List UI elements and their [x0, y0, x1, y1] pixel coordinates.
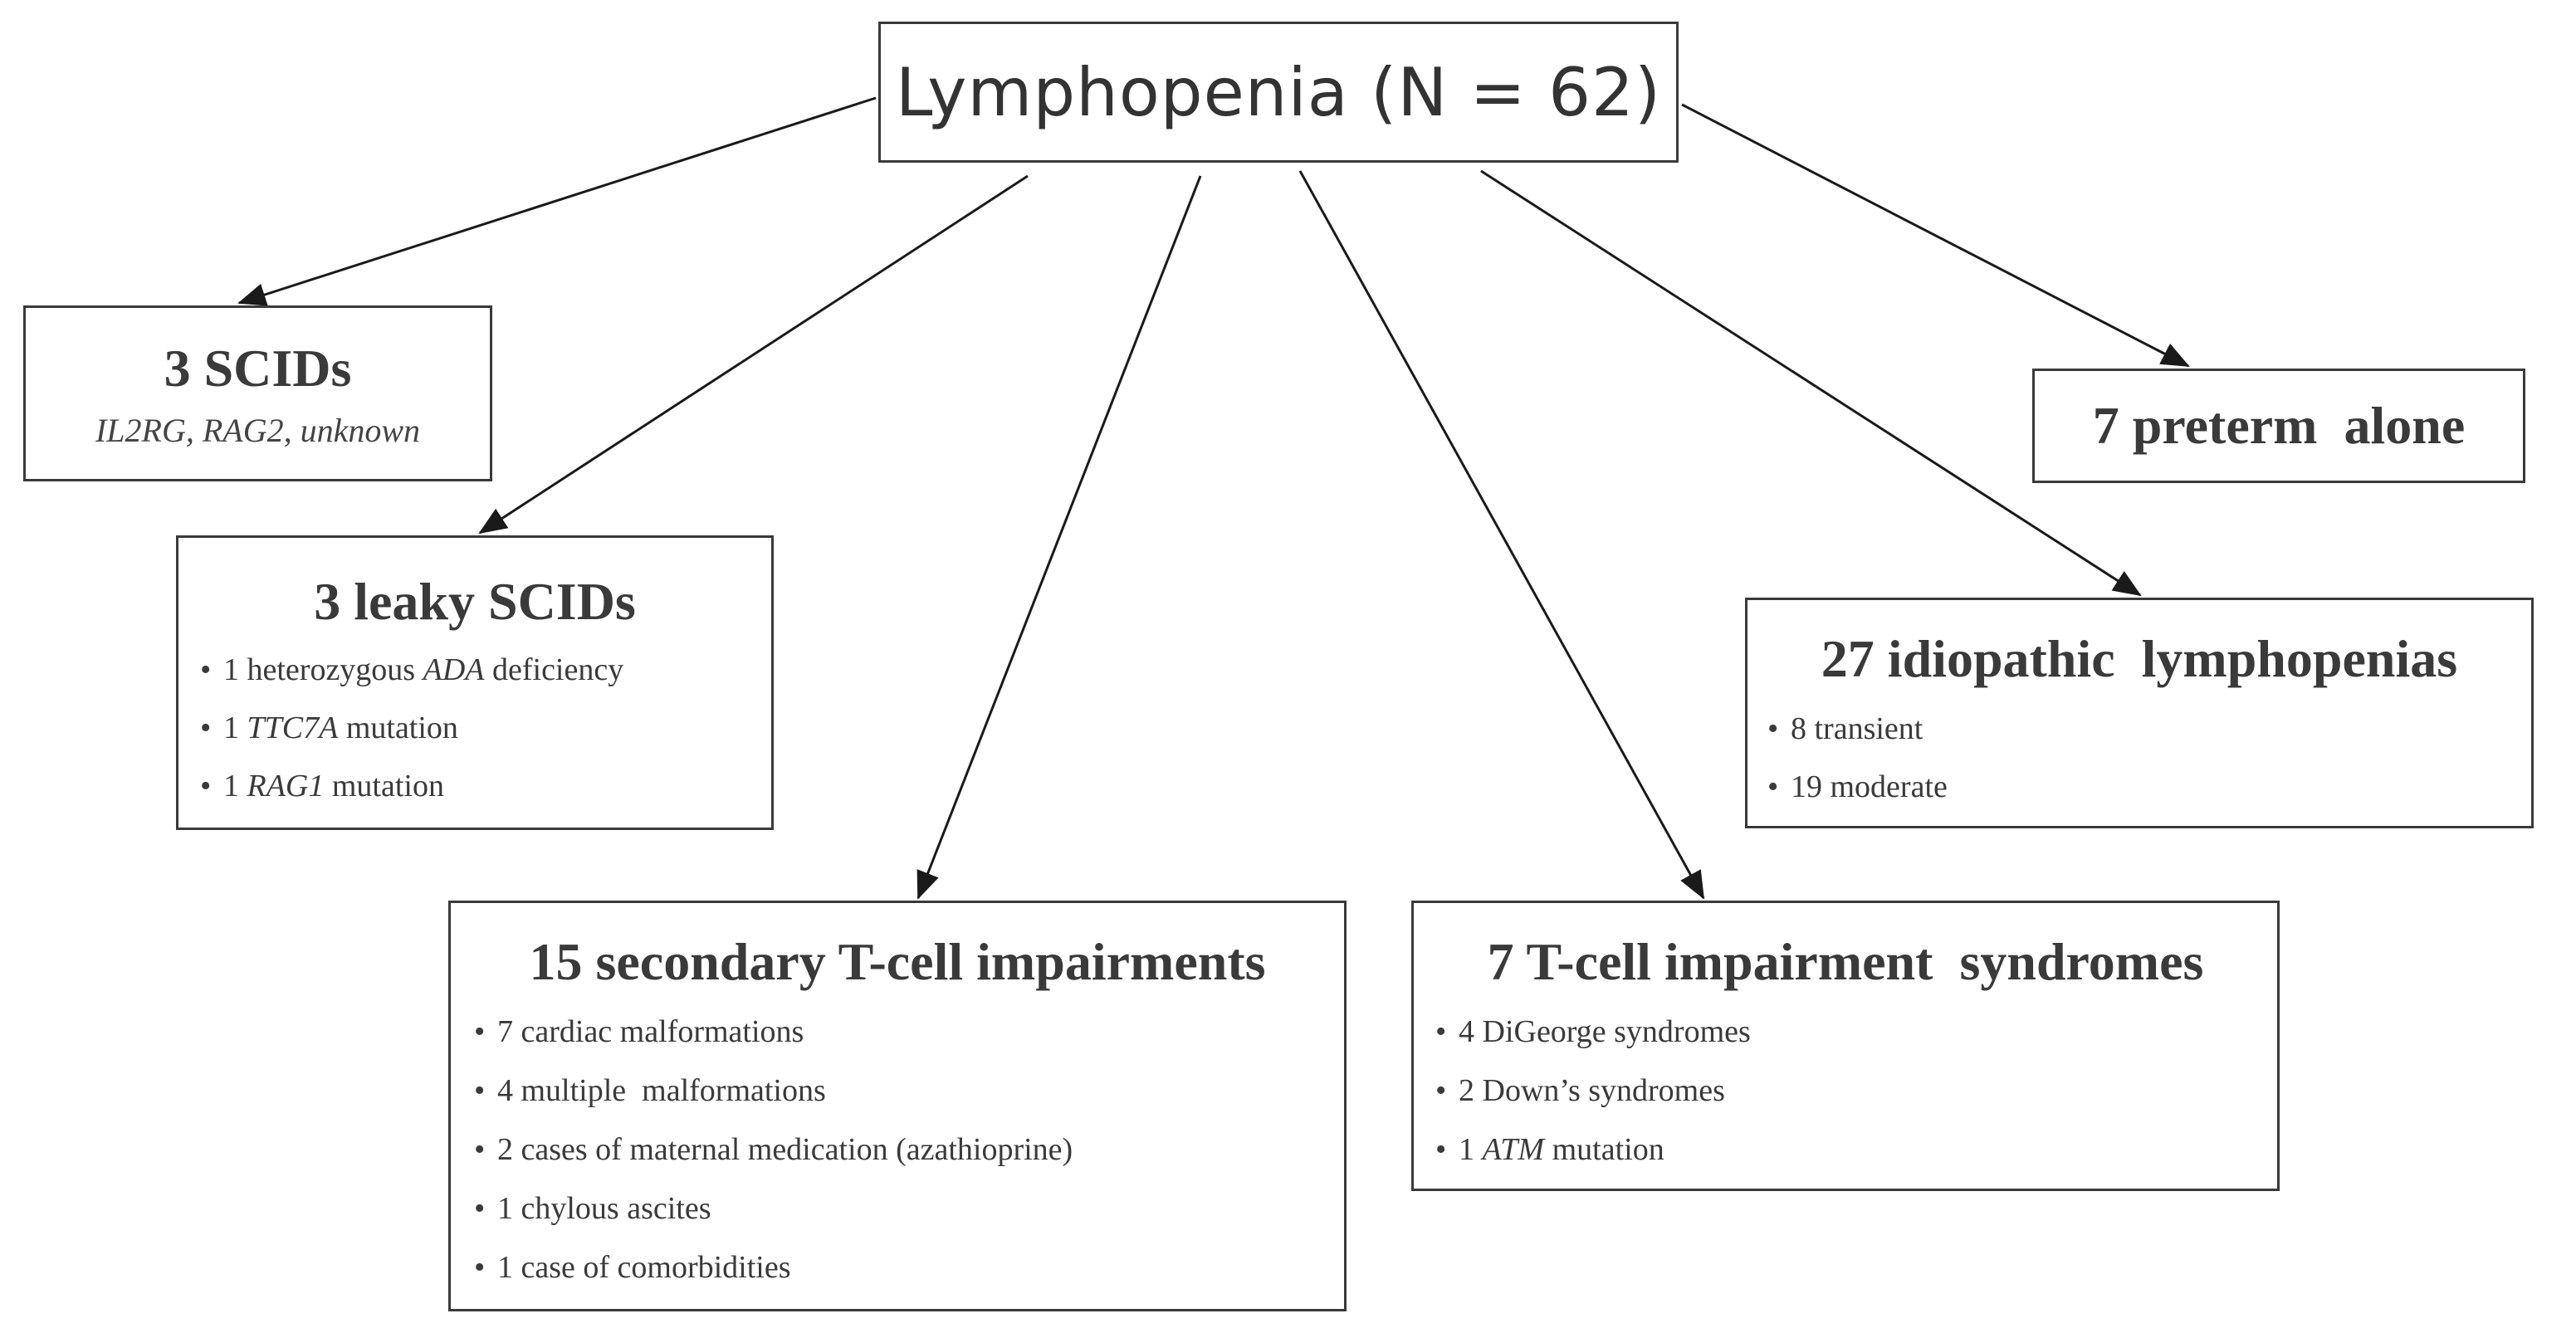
item-text: 1 heterozygous: [223, 652, 423, 687]
item-text: 4 multiple malformations: [497, 1073, 826, 1108]
arrow-to-preterm: [1681, 103, 2190, 368]
bullet-icon: •: [200, 769, 212, 803]
arrow-to-leaky-scids: [478, 174, 1029, 535]
item-text: 19 moderate: [1791, 769, 1948, 804]
list-item: • 8 transient: [1767, 713, 2531, 745]
item-text: 1 chylous ascites: [497, 1191, 711, 1226]
bullet-icon: •: [474, 1073, 486, 1108]
arrow-to-secondary: [917, 175, 1202, 900]
node-preterm-title: 7 preterm alone: [2092, 396, 2466, 455]
item-text: 8 transient: [1791, 711, 1923, 746]
list-item: • 1 RAG1 mutation: [200, 770, 771, 802]
list-item: • 1 chylous ascites: [474, 1193, 1344, 1224]
node-idiopathic-list: • 8 transient • 19 moderate: [1747, 713, 2531, 803]
node-leaky-scids-list: • 1 heterozygous ADA deficiency • 1 TTC7A …: [178, 654, 771, 802]
node-leaky-scids: 3 leaky SCIDs • 1 heterozygous ADA defici…: [176, 535, 774, 830]
node-scids-title: 3 SCIDs: [164, 339, 352, 398]
item-text: deficiency: [484, 652, 624, 687]
arrow-to-scids: [237, 96, 877, 306]
list-item: • 1 TTC7A mutation: [200, 712, 771, 744]
arrow-to-syndromes: [1298, 170, 1705, 900]
item-text: 2 Down’s syndromes: [1459, 1073, 1725, 1108]
node-idiopathic-title: 27 idiopathic lymphopenias: [1821, 629, 2458, 688]
list-item: • 2 cases of maternal medication (azathio…: [474, 1134, 1344, 1165]
item-text: mutation: [324, 769, 444, 803]
node-syndromes-list: • 4 DiGeorge syndromes • 2 Down’s syndrome…: [1414, 1016, 2277, 1165]
node-preterm: 7 preterm alone: [2032, 369, 2525, 483]
bullet-icon: •: [474, 1191, 486, 1226]
list-item: • 19 moderate: [1767, 771, 2531, 803]
gene-name: TTC7A: [247, 710, 339, 745]
item-text: 1: [223, 710, 247, 745]
root-title: Lymphopenia (N = 62): [895, 53, 1662, 131]
node-secondary-list: • 7 cardiac malformations • 4 multiple mal…: [451, 1016, 1344, 1283]
item-text: 4 DiGeorge syndromes: [1459, 1014, 1751, 1049]
bullet-icon: •: [200, 710, 212, 745]
list-item: • 1 heterozygous ADA deficiency: [200, 654, 771, 686]
bullet-icon: •: [474, 1250, 486, 1285]
bullet-icon: •: [1435, 1073, 1447, 1108]
bullet-icon: •: [474, 1014, 486, 1049]
arrow-to-idiopathic: [1480, 169, 2142, 597]
node-idiopathic: 27 idiopathic lymphopenias • 8 transient …: [1745, 598, 2534, 828]
bullet-icon: •: [1435, 1132, 1447, 1167]
list-item: • 4 multiple malformations: [474, 1075, 1344, 1106]
node-syndromes-title: 7 T-cell impairment syndromes: [1487, 932, 2204, 991]
node-leaky-scids-title: 3 leaky SCIDs: [314, 572, 636, 631]
node-secondary-title: 15 secondary T-cell impairments: [529, 932, 1266, 991]
item-text: 1: [1459, 1132, 1483, 1167]
gene-name: ATM: [1482, 1132, 1545, 1167]
root-node: Lymphopenia (N = 62): [878, 22, 1679, 163]
node-syndromes: 7 T-cell impairment syndromes • 4 DiGeorg…: [1411, 901, 2280, 1191]
item-text: 1 case of comorbidities: [497, 1250, 791, 1285]
list-item: • 2 Down’s syndromes: [1435, 1075, 2277, 1106]
list-item: • 7 cardiac malformations: [474, 1016, 1344, 1047]
bullet-icon: •: [1435, 1014, 1447, 1049]
list-item: • 1 ATM mutation: [1435, 1134, 2277, 1165]
list-item: • 1 case of comorbidities: [474, 1252, 1344, 1283]
item-text: 2 cases of maternal medication (azathiop…: [497, 1132, 1073, 1167]
item-text: mutation: [1544, 1132, 1664, 1167]
gene-name: RAG1: [247, 769, 325, 803]
item-text: mutation: [338, 710, 458, 745]
node-scids: 3 SCIDs IL2RG, RAG2, unknown: [23, 305, 492, 481]
list-item: • 4 DiGeorge syndromes: [1435, 1016, 2277, 1047]
bullet-icon: •: [474, 1132, 486, 1167]
item-text: 7 cardiac malformations: [497, 1014, 804, 1049]
node-scids-subtitle: IL2RG, RAG2, unknown: [95, 412, 421, 449]
bullet-icon: •: [1767, 711, 1779, 746]
item-text: 1: [223, 769, 247, 803]
bullet-icon: •: [200, 652, 212, 687]
bullet-icon: •: [1767, 769, 1779, 804]
node-secondary: 15 secondary T-cell impairments • 7 cardi…: [448, 901, 1347, 1311]
gene-name: ADA: [423, 652, 485, 687]
